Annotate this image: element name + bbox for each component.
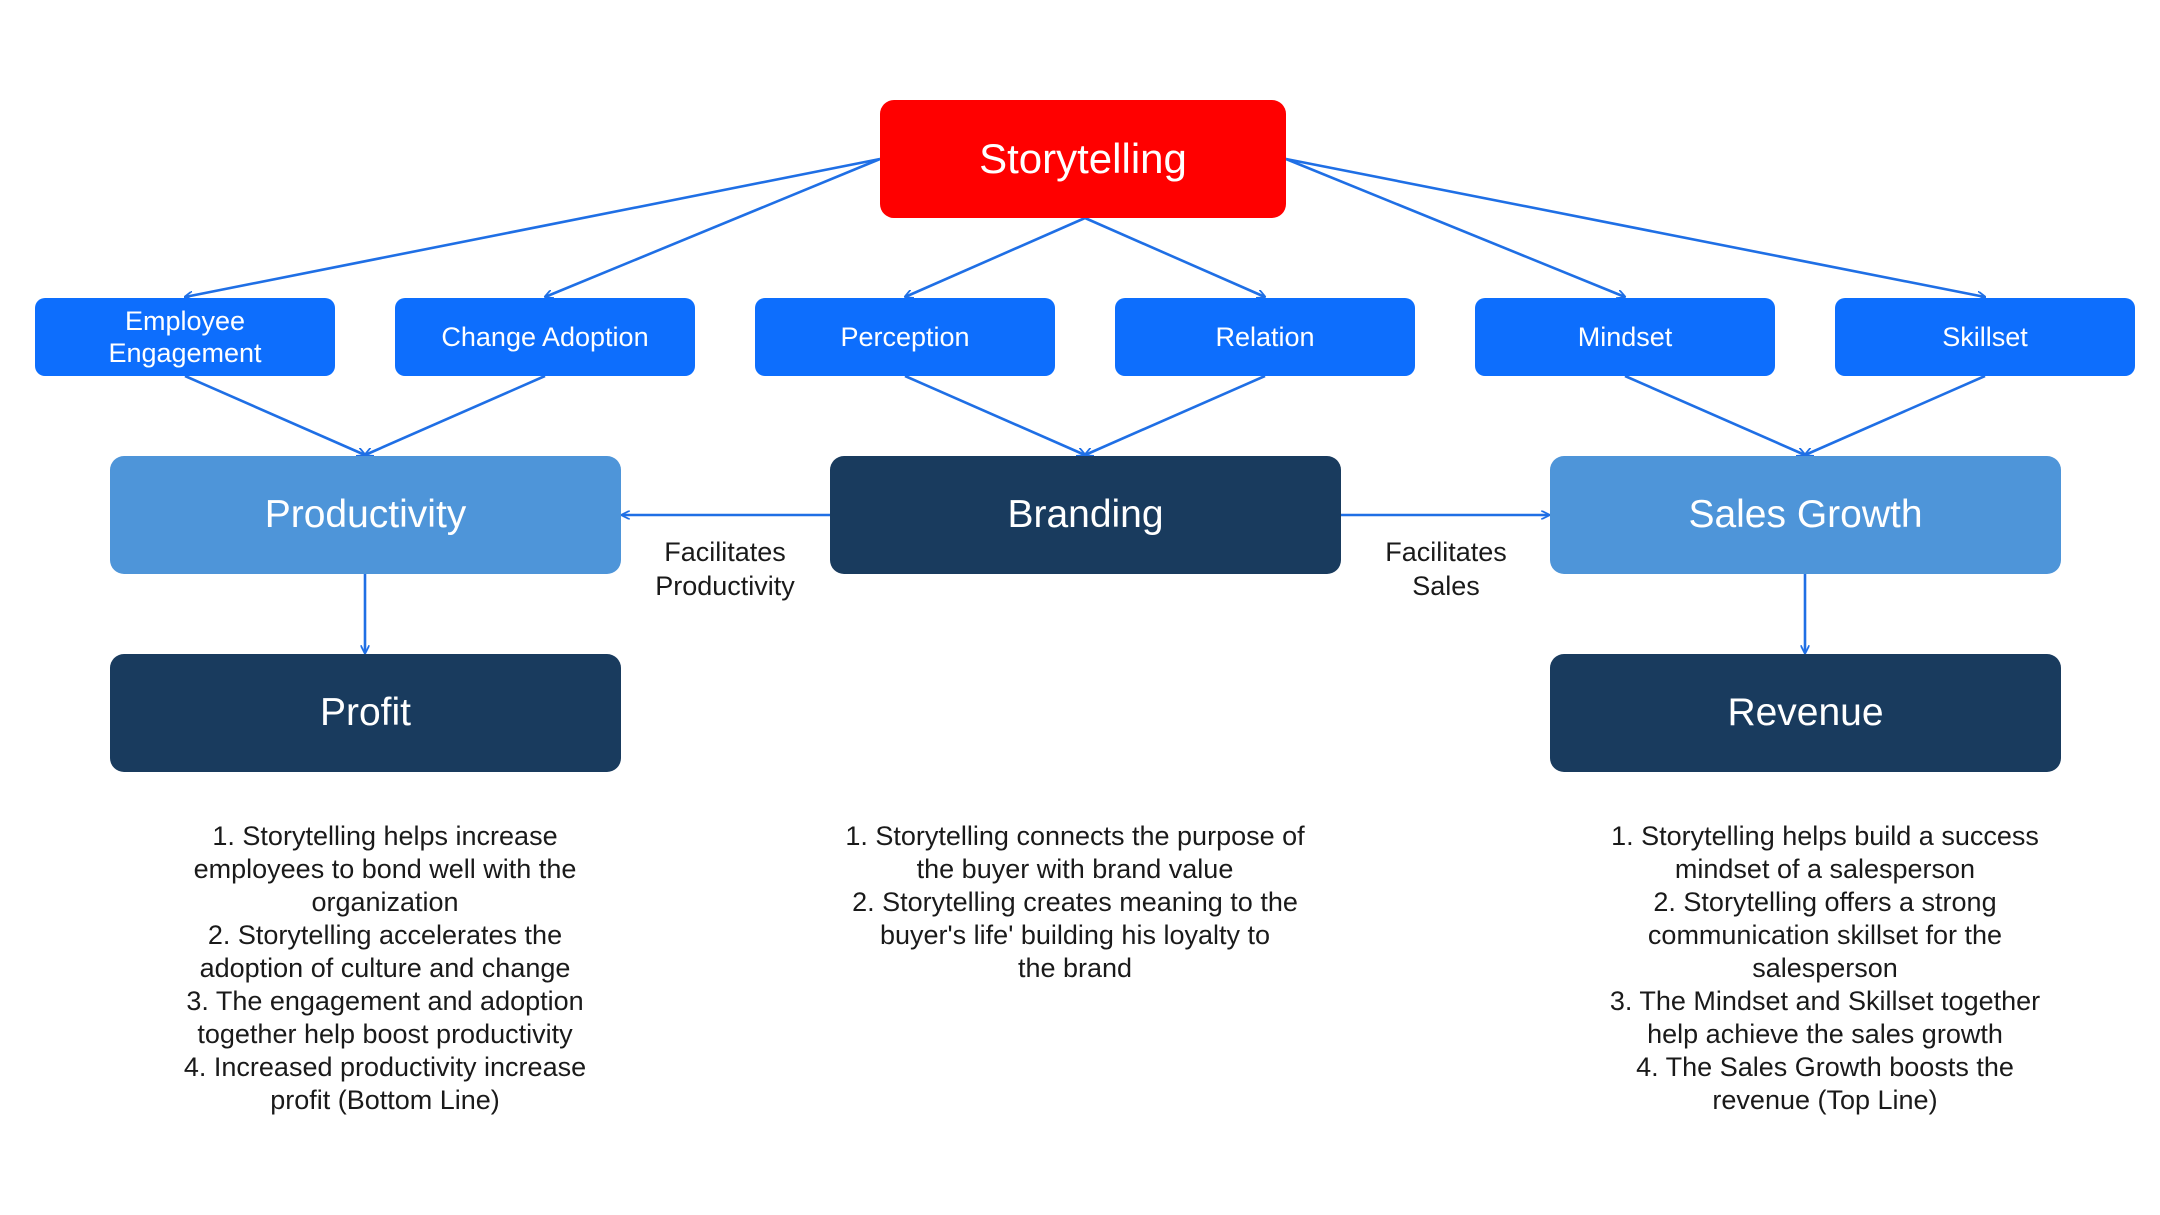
facilitates-productivity-label: Facilitates Productivity bbox=[655, 537, 795, 601]
skillset-node: Skillset bbox=[1835, 298, 2135, 376]
edge-perception-branding bbox=[904, 374, 1085, 455]
edge-employee-engagement-productivity bbox=[184, 374, 365, 455]
note-item: 4. The Sales Growth boosts the revenue (… bbox=[1636, 1051, 2014, 1115]
note-item: 2. Storytelling offers a strong communic… bbox=[1647, 886, 2003, 983]
edge-mindset-sales-growth bbox=[1624, 374, 1805, 455]
note-item: 3. The Mindset and Skillset together hel… bbox=[1609, 985, 2041, 1049]
branding-node: Branding bbox=[830, 456, 1341, 574]
edge-root-skillset bbox=[1285, 157, 1985, 297]
edge-root-mindset bbox=[1285, 157, 1625, 297]
employee-engagement-node: Employee Engagement bbox=[35, 298, 335, 376]
productivity-node: Productivity bbox=[110, 456, 621, 574]
note-item: 1. Storytelling helps build a success mi… bbox=[1611, 821, 2039, 884]
edge-root-relation bbox=[1084, 216, 1265, 297]
profit-node: Profit bbox=[110, 654, 621, 772]
note-item: 4. Increased productivity increase profi… bbox=[183, 1051, 587, 1115]
edge-root-employee-engagement bbox=[185, 157, 881, 297]
edge-skillset-sales-growth bbox=[1805, 374, 1986, 455]
edge-root-perception bbox=[905, 216, 1086, 297]
edge-change-adoption-productivity bbox=[365, 374, 546, 455]
branding-notes: 1. Storytelling connects the purpose of … bbox=[795, 820, 1355, 985]
note-item: 3. The engagement and adoption together … bbox=[186, 985, 584, 1049]
perception-node: Perception bbox=[755, 298, 1055, 376]
change-adoption-node: Change Adoption bbox=[395, 298, 695, 376]
sales-growth-notes: 1. Storytelling helps build a success mi… bbox=[1560, 820, 2090, 1116]
sales-growth-node: Sales Growth bbox=[1550, 456, 2061, 574]
productivity-notes: 1. Storytelling helps increase employees… bbox=[130, 820, 640, 1116]
revenue-node: Revenue bbox=[1550, 654, 2061, 772]
facilitates-sales-label: Facilitates Sales bbox=[1385, 537, 1507, 601]
edge-relation-branding bbox=[1085, 374, 1266, 455]
relation-node: Relation bbox=[1115, 298, 1415, 376]
edge-root-change-adoption bbox=[545, 157, 881, 297]
mindset-node: Mindset bbox=[1475, 298, 1775, 376]
note-item: 1. Storytelling connects the purpose of … bbox=[845, 821, 1305, 884]
storytelling-node: Storytelling bbox=[880, 100, 1286, 218]
note-item: 2. Storytelling accelerates the adoption… bbox=[199, 919, 571, 983]
note-item: 1. Storytelling helps increase employees… bbox=[193, 821, 577, 917]
note-item: 2. Storytelling creates meaning to the b… bbox=[852, 886, 1298, 983]
